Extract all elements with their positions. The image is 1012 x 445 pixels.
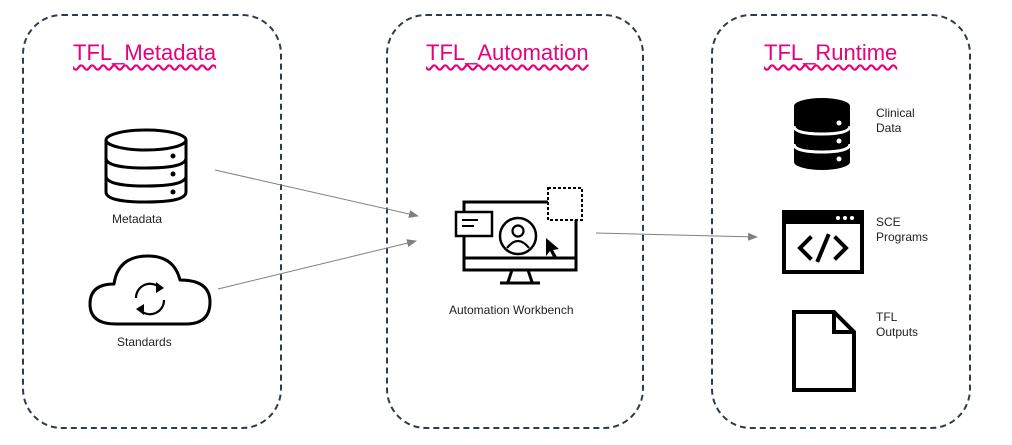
panel-tfl-runtime [711,14,971,429]
panel-tfl-metadata [22,14,282,429]
clinical-data-label-line-1: Clinical [876,106,915,120]
metadata-label: Metadata [112,212,163,226]
monitor-user-icon [450,184,588,292]
sce-programs-label-line-2: Programs [876,230,929,244]
tfl-outputs-label-line-1: TFL [876,310,898,324]
workbench-label: Automation Workbench [449,303,574,317]
tfl-outputs-label: TFL Outputs [876,310,918,340]
sce-programs-label-line-1: SCE [876,215,901,229]
tfl-outputs-label-line-2: Outputs [876,325,919,339]
cloud-sync-icon [86,250,216,330]
clinical-data-label-line-2: Data [876,121,902,135]
database-icon [791,96,853,172]
panel-tfl-automation [386,14,644,429]
panel-title-automation: TFL_Automation [426,40,589,65]
clinical-data-label: Clinical Data [876,106,915,136]
panel-title-metadata: TFL_Metadata [73,40,217,65]
code-window-icon [782,210,864,274]
sce-programs-label: SCE Programs [876,215,928,245]
database-icon [100,126,192,206]
standards-label: Standards [117,335,172,349]
document-icon [790,308,858,394]
panel-title-runtime: TFL_Runtime [764,40,898,65]
